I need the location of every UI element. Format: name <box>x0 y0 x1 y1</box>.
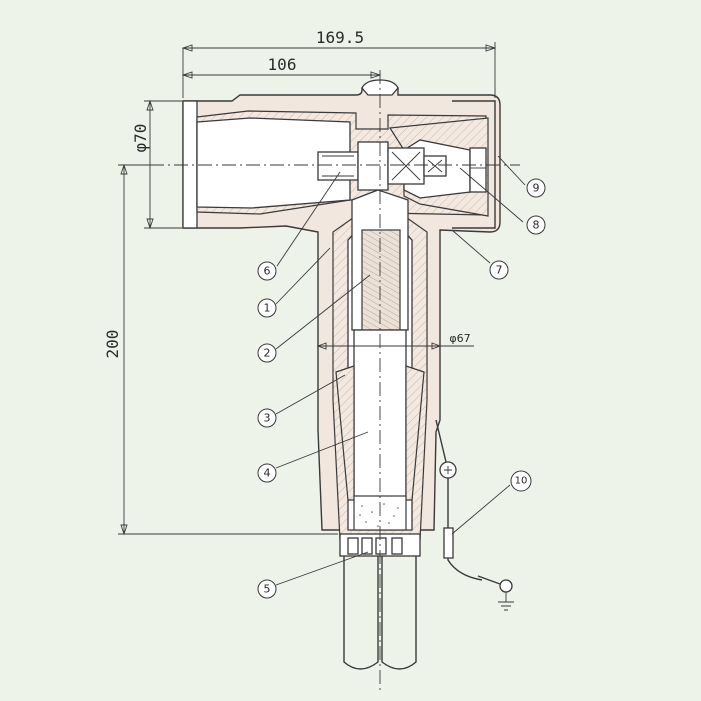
dimension-lines <box>118 42 497 536</box>
callout-6: 6 <box>257 261 277 281</box>
callout-label: 9 <box>533 182 540 195</box>
callout-label: 2 <box>264 347 271 360</box>
callout-label: 1 <box>264 302 271 315</box>
callout-7: 7 <box>489 260 509 280</box>
callout-4: 4 <box>257 463 277 483</box>
callout-3: 3 <box>257 408 277 428</box>
callout-label: 5 <box>264 583 271 596</box>
callout-9: 9 <box>526 178 546 198</box>
dim-overall-width: 169.5 <box>316 28 364 47</box>
callout-label: 4 <box>264 467 271 480</box>
cable <box>343 556 417 670</box>
callout-5: 5 <box>257 579 277 599</box>
callout-10: 10 <box>510 470 532 492</box>
leader-lines <box>275 155 526 586</box>
callout-2: 2 <box>257 343 277 363</box>
dim-bore-diameter: φ70 <box>131 124 150 153</box>
callout-label: 10 <box>515 476 528 487</box>
callout-label: 6 <box>264 265 271 278</box>
center-lines <box>150 70 520 690</box>
connector-bolt <box>317 141 447 191</box>
callout-label: 3 <box>264 412 271 425</box>
dim-to-axis: 106 <box>268 55 297 74</box>
callout-label: 8 <box>533 219 540 232</box>
dim-height: 200 <box>103 330 122 359</box>
callout-1: 1 <box>257 298 277 318</box>
compression-lug <box>351 189 409 331</box>
earth-wire <box>435 419 514 611</box>
callout-8: 8 <box>526 215 546 235</box>
callout-label: 7 <box>496 264 503 277</box>
dim-body-diameter: φ67 <box>449 332 470 345</box>
